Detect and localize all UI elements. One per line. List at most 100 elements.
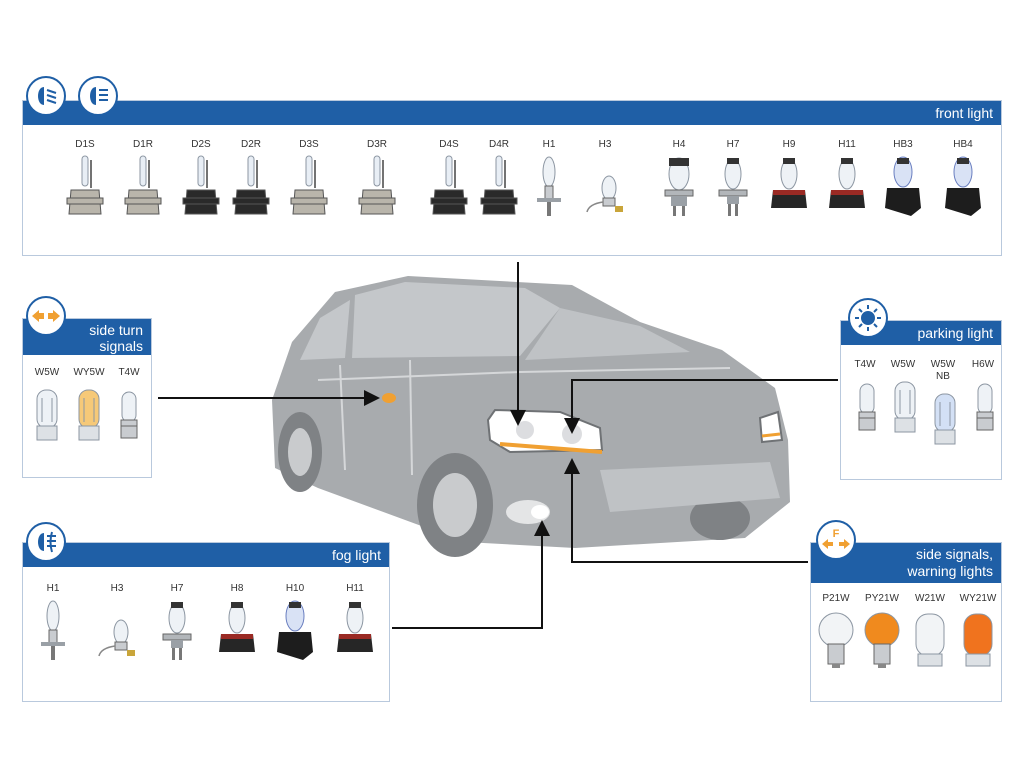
bulb-parking-w5w-nb: W5W NB [923,359,963,450]
bulb-image [813,608,859,672]
high-beam-icon [78,76,118,116]
turn-signal-icon [26,296,66,336]
bulb-side-signals-py21w: PY21W [859,593,905,672]
bulb-front-light-d2r: D2R [223,139,279,218]
bulb-image [651,154,707,218]
bulb-label: H10 [285,583,305,594]
bulb-fog-h8: H8 [209,583,265,662]
bulb-image [107,382,151,446]
bulb-fog-h10: H10 [267,583,323,662]
bulb-image [761,154,817,218]
fog-title: fog light [331,547,381,563]
bulb-front-light-h3: H3 [577,139,633,218]
bulb-image [25,598,81,662]
bulb-label: H3 [110,583,124,594]
bulb-label: H11 [838,139,856,150]
bulb-label: HB4 [953,139,973,150]
bulb-image [471,154,527,218]
bulb-image [859,608,905,672]
bulb-label: H8 [230,583,244,594]
fog-title-bar: fog light [23,543,389,567]
front-light-title: front light [935,105,993,121]
bulb-side-turn-w5w: W5W [25,367,69,446]
bulb-parking-t4w: T4W [845,359,885,438]
bulb-label: D4R [488,139,509,150]
low-beam-icon [26,76,66,116]
bulb-image [705,154,761,218]
svg-text:F: F [833,528,840,540]
fog-light-panel: fog light H1 H3 H7 H8 H10 H11 [22,542,390,702]
bulb-front-light-d1s: D1S [57,139,113,218]
connector-arrows [158,262,838,629]
bulb-label: H1 [46,583,60,594]
bulb-image [25,382,69,446]
bulb-front-light-h1: H1 [521,139,577,218]
bulb-image [281,154,337,218]
front-light-title-bar: front light [23,101,1001,125]
bulb-front-light-h11: H11 [819,139,875,218]
bulb-label: T4W [854,359,876,370]
bulb-image [963,374,1003,438]
side-signals-title: side signals, warning lights [907,546,993,579]
bulb-parking-h6w: H6W [963,359,1003,438]
bulb-front-light-d1r: D1R [115,139,171,218]
bulb-front-light-d2s: D2S [173,139,229,218]
bulb-label: D2R [240,139,261,150]
bulb-label: D1R [132,139,153,150]
bulb-fog-h1: H1 [25,583,81,662]
bulb-image [845,374,885,438]
arrow-parking [564,379,838,434]
bulb-front-light-d4r: D4R [471,139,527,218]
bulb-front-light-d4s: D4S [421,139,477,218]
arrow-fog [392,520,550,629]
bulb-label: H1 [542,139,556,150]
bulb-image [577,154,633,218]
bulb-image [67,382,111,446]
bulb-image [209,598,265,662]
bulb-front-light-d3r: D3R [349,139,405,218]
bulb-image [267,598,323,662]
bulb-image [883,374,923,438]
bulb-label: W5W [890,359,916,370]
bulb-front-light-h7: H7 [705,139,761,218]
bulb-image [521,154,577,218]
bulb-image [115,154,171,218]
bulb-fog-h11: H11 [327,583,383,662]
bulb-side-signals-p21w: P21W [813,593,859,672]
arrow-side-signals [564,458,808,563]
fog-light-icon [26,522,66,562]
bulb-parking-w5w: W5W [883,359,923,438]
bulb-label: W5W [34,367,60,378]
bulb-label: H3 [598,139,612,150]
parking-light-icon [848,298,888,338]
side-marker-lamp [382,393,396,403]
bulb-image [955,608,1001,672]
bulb-front-light-hb4: HB4 [935,139,991,218]
bulb-fog-h3: H3 [89,583,145,662]
bulb-label: W5W NB [930,359,956,382]
bulb-image [173,154,229,218]
bulb-label: P21W [822,593,850,604]
bulb-image [223,154,279,218]
bulb-image [421,154,477,218]
bulb-side-turn-wy5w: WY5W [67,367,111,446]
bulb-label: H7 [726,139,740,150]
bulb-label: WY5W [73,367,105,378]
bulb-image [907,608,953,672]
bulb-image [935,154,991,218]
parking-title: parking light [917,325,994,341]
bulb-image [327,598,383,662]
bulb-label: D3S [299,139,319,150]
bulb-label: H9 [782,139,796,150]
bulb-front-light-hb3: HB3 [875,139,931,218]
bulb-image [819,154,875,218]
bulb-side-turn-t4w: T4W [107,367,151,446]
bulb-image [57,154,113,218]
bulb-fog-h7: H7 [149,583,205,662]
bulb-front-light-d3s: D3S [281,139,337,218]
bulb-side-signals-wy21w: WY21W [955,593,1001,672]
bulb-label: T4W [118,367,140,378]
